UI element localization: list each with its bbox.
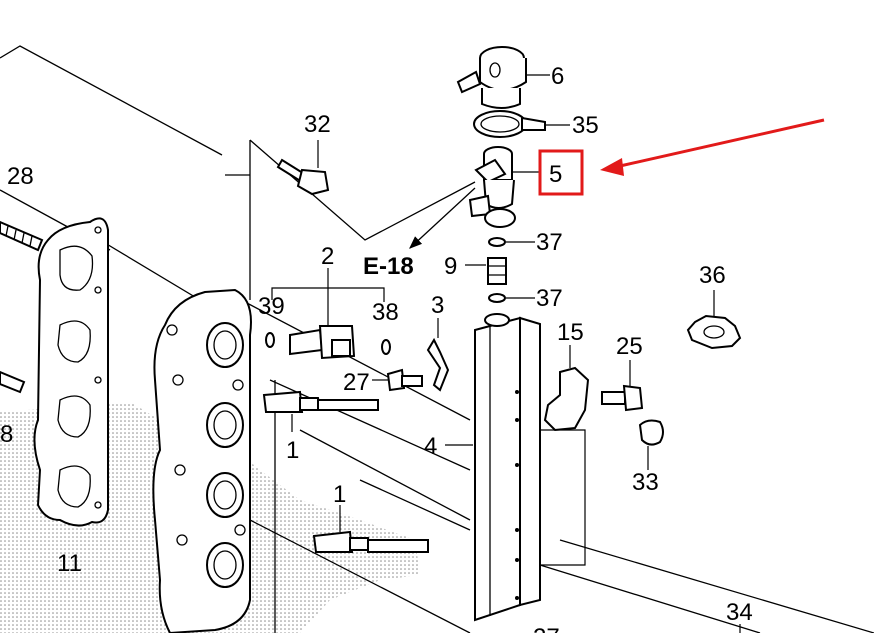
fuel-rail-part-4 (445, 313, 541, 622)
clamp-part-35 (473, 110, 570, 138)
label-part-11: 11 (57, 550, 82, 577)
label-part-2: 2 (321, 243, 334, 270)
label-part-38: 38 (372, 299, 399, 326)
bolt-part-33 (638, 419, 664, 470)
label-part-3: 3 (431, 292, 444, 319)
stud-bolt-part-1-upper (262, 390, 379, 432)
red-pointer-arrow (600, 118, 825, 176)
label-part-1-upper: 1 (286, 437, 299, 464)
label-part-37-lower: 37 (536, 285, 563, 312)
label-part-33: 33 (632, 469, 659, 496)
perspective-lines (0, 45, 874, 634)
label-part-8: 8 (0, 421, 13, 448)
label-part-5: 5 (549, 161, 562, 188)
stud-bolt-part-1-lower (312, 505, 429, 553)
o-ring-part-37-upper (488, 237, 535, 247)
label-part-32: 32 (304, 111, 331, 138)
pulsation-damper-part-5 (468, 146, 540, 228)
label-part-34: 34 (726, 599, 753, 626)
label-part-27: 27 (343, 369, 370, 396)
label-part-36: 36 (699, 262, 726, 289)
highlight-box-part-5 (538, 149, 584, 196)
bolt-part-25 (601, 360, 644, 412)
intake-manifold (152, 288, 252, 635)
gasket-part-11 (33, 217, 109, 527)
stud-bolt-28 (0, 220, 44, 252)
label-part-37-upper: 37 (536, 229, 563, 256)
label-part-15: 15 (557, 319, 584, 346)
grommet-part-36 (686, 290, 742, 350)
pressure-regulator-part-6 (456, 46, 550, 109)
o-ring-part-39 (265, 332, 275, 348)
label-part-39: 39 (258, 293, 285, 320)
label-part-6: 6 (551, 63, 564, 90)
o-ring-part-38 (381, 339, 391, 355)
bracket-part-15 (540, 345, 590, 566)
reference-arrow-e18 (409, 187, 476, 249)
clip-part-3 (426, 318, 450, 392)
label-part-35: 35 (572, 112, 599, 139)
label-part-27-bottom: 27 (533, 624, 560, 633)
bolt-part-32 (276, 140, 330, 196)
stud-bolt-8 (0, 370, 26, 394)
label-ref-e18: E-18 (363, 253, 414, 280)
bolt-part-27 (372, 368, 423, 392)
label-part-25: 25 (616, 333, 643, 360)
label-part-1-lower: 1 (333, 481, 346, 508)
o-ring-part-37-lower (488, 293, 535, 303)
label-part-28: 28 (7, 163, 34, 190)
label-part-9: 9 (444, 253, 457, 280)
label-part-4: 4 (424, 433, 437, 460)
injector-part-2 (271, 268, 385, 360)
insulator-part-9 (465, 257, 507, 285)
